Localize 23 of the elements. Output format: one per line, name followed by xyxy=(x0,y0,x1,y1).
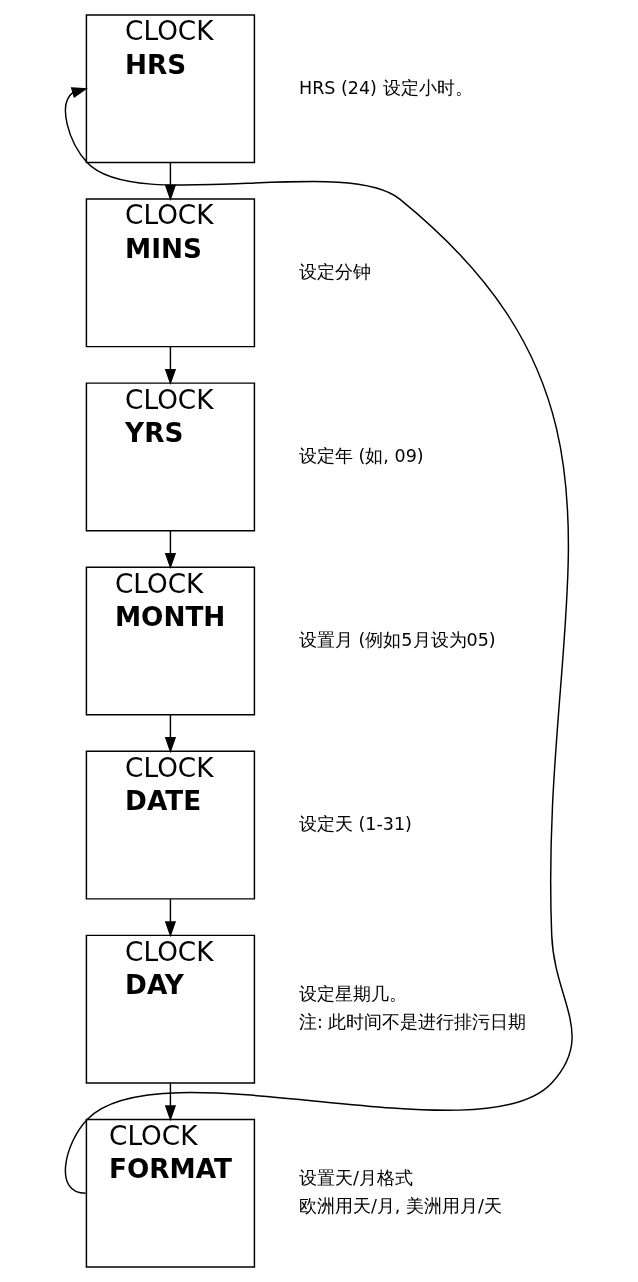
node-label: 设定天 (1-31) xyxy=(298,814,412,835)
node-box: CLOCK MONTH xyxy=(85,566,256,716)
node-box: CLOCK YRS xyxy=(85,382,256,532)
arrow xyxy=(164,898,177,938)
node-label: 欧洲用天/月, 美洲用月/天 xyxy=(298,1195,502,1216)
arrow xyxy=(164,1082,177,1122)
arrow xyxy=(164,346,177,385)
node-box: CLOCK HRS xyxy=(85,14,256,164)
node-label: 设置天/月格式 xyxy=(298,1167,413,1188)
arrow xyxy=(164,162,177,201)
node-box: CLOCK DAY xyxy=(85,934,256,1084)
node-label: 注: 此时间不是进行排污日期 xyxy=(298,1011,527,1032)
node-box: CLOCK FORMAT xyxy=(85,1118,256,1268)
arrow xyxy=(164,714,177,754)
arrow xyxy=(164,530,177,570)
node-label: 设置月 (例如5月设为05) xyxy=(298,630,496,651)
node-label: 设定星期几。 xyxy=(298,983,407,1004)
node-label: HRS (24) 设定小时。 xyxy=(298,78,473,99)
arrow xyxy=(64,87,573,1194)
node-box: CLOCK DATE xyxy=(85,750,256,900)
node-box: CLOCK MINS xyxy=(85,198,256,348)
node-label: 设定分钟 xyxy=(298,262,371,283)
node-label: 设定年 (如, 09) xyxy=(298,446,424,467)
